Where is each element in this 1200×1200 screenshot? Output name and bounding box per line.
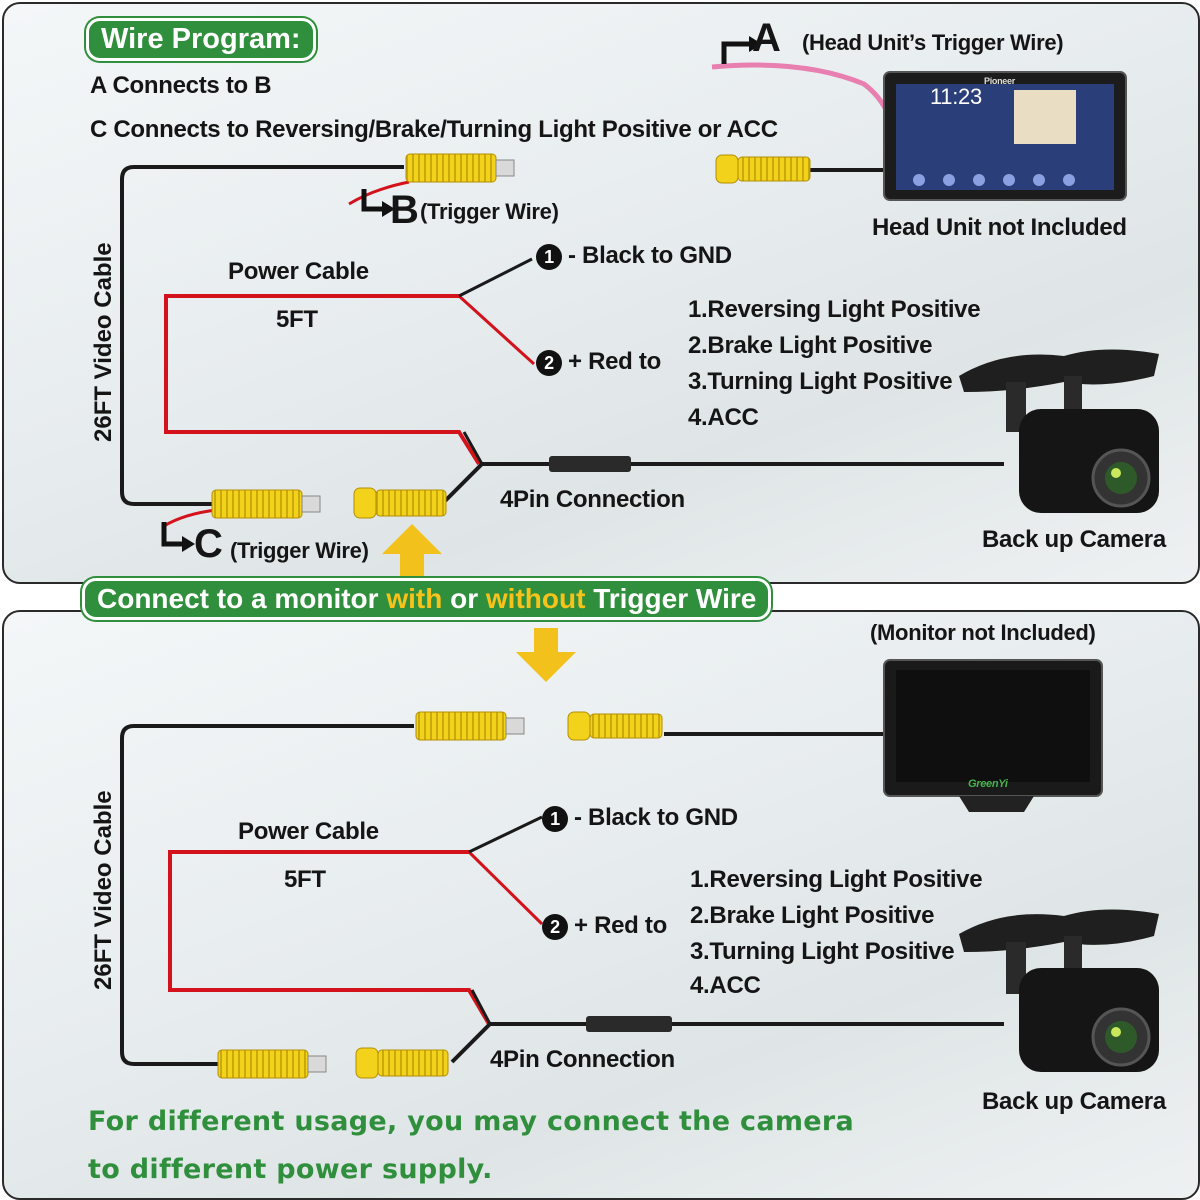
- wire2-label: 2+ Red to: [542, 912, 667, 940]
- black-lead: [468, 815, 543, 854]
- option-reversing: 1.Reversing Light Positive: [688, 296, 981, 323]
- head-unit-brand: Pioneer: [984, 76, 1015, 86]
- connector-label: 4Pin Connection: [490, 1046, 675, 1073]
- connector-label: 4Pin Connection: [500, 486, 685, 513]
- power-length-label: 5FT: [276, 306, 318, 333]
- wire2-number-badge: 2: [536, 349, 562, 376]
- wire2-label: 2+ Red to: [536, 348, 661, 376]
- option-acc: 4.ACC: [690, 972, 761, 999]
- red-lead: [457, 294, 536, 366]
- monitor-brand: GreenYi: [968, 778, 1008, 790]
- option-turning: 3.Turning Light Positive: [688, 368, 953, 395]
- top-panel: Wire Program: A Connects to B C Connects…: [2, 2, 1200, 584]
- letter-c: C: [194, 522, 223, 566]
- wire-program-line-1: A Connects to B: [90, 72, 272, 99]
- up-arrow-icon: [382, 524, 442, 582]
- usage-note-line-2: to different power supply.: [88, 1154, 493, 1185]
- rca-jack-monitor: [567, 711, 663, 741]
- option-brake: 2.Brake Light Positive: [690, 902, 935, 929]
- arrow-c-icon: [161, 522, 182, 547]
- wire1-text: - Black to GND: [574, 804, 738, 831]
- rca-plug-b: [405, 153, 515, 183]
- c-caption: (Trigger Wire): [230, 538, 369, 563]
- rca-plug-monitor-side: [415, 711, 525, 741]
- camera-label: Back up Camera: [982, 526, 1166, 553]
- wire1-number-badge: 1: [536, 243, 562, 270]
- wire1-number-badge: 1: [542, 805, 568, 832]
- bottom-panel: (Monitor not Included) GreenYi 26FT Vide…: [2, 610, 1200, 1200]
- banner-highlight-with: with: [386, 583, 443, 614]
- power-cable-label: Power Cable: [228, 258, 369, 285]
- letter-b: B: [390, 188, 419, 232]
- rca-jack-camera: [355, 1047, 449, 1079]
- wire1-text: - Black to GND: [568, 242, 732, 269]
- option-acc: 4.ACC: [688, 404, 759, 431]
- monitor-image: [883, 659, 1103, 812]
- power-cable-red: [168, 850, 491, 1026]
- video-cable-label: 26FT Video Cable: [90, 242, 117, 442]
- head-unit-caption: Head Unit not Included: [872, 214, 1127, 241]
- trigger-wire-b: [348, 180, 410, 206]
- four-pin-connector: [549, 456, 631, 472]
- backup-camera-image: [959, 909, 1159, 1072]
- head-unit-time: 11:23: [930, 84, 982, 109]
- power-black-join: [462, 431, 484, 465]
- four-pin-connector: [586, 1016, 672, 1032]
- camera-label: Back up Camera: [982, 1088, 1166, 1115]
- rca-plug-c: [211, 489, 321, 519]
- video-cable-label: 26FT Video Cable: [90, 790, 117, 990]
- power-cable-label: Power Cable: [238, 818, 379, 845]
- video-cable-line: [120, 165, 404, 506]
- rca-jack-camera: [353, 487, 447, 519]
- wire1-label: 1- Black to GND: [536, 242, 732, 270]
- wire2-text: + Red to: [568, 348, 661, 375]
- banner-text-3: Trigger Wire: [585, 583, 757, 614]
- banner-text-2: or: [442, 583, 486, 614]
- camera-cable: [450, 1022, 1004, 1064]
- rca-jack-a: [715, 154, 811, 184]
- option-reversing: 1.Reversing Light Positive: [690, 866, 983, 893]
- monitor-banner: Connect to a monitor with or without Tri…: [82, 578, 772, 620]
- wire2-number-badge: 2: [542, 913, 568, 940]
- a-caption: (Head Unit’s Trigger Wire): [802, 30, 1064, 55]
- head-unit-image: [883, 71, 1127, 201]
- arrow-a-icon: [721, 41, 749, 64]
- usage-note-line-1: For different usage, you may connect the…: [88, 1106, 855, 1137]
- power-length-label: 5FT: [284, 866, 326, 893]
- monitor-caption: (Monitor not Included): [870, 620, 1096, 645]
- top-wiring-diagram: [120, 36, 1159, 582]
- banner-highlight-without: without: [485, 583, 586, 614]
- wire2-text: + Red to: [574, 912, 667, 939]
- power-black-join: [470, 989, 492, 1025]
- rca-plug-camera-side: [217, 1049, 327, 1079]
- video-cable-line: [120, 724, 414, 1066]
- banner-text-1: Connect to a monitor: [97, 583, 387, 614]
- b-caption: (Trigger Wire): [420, 199, 559, 224]
- camera-cable: [442, 462, 1004, 504]
- red-lead: [467, 850, 544, 926]
- wire-program-line-2: C Connects to Reversing/Brake/Turning Li…: [90, 116, 778, 143]
- wire1-label: 1- Black to GND: [542, 804, 738, 832]
- black-lead: [458, 257, 533, 298]
- arrow-b-icon: [361, 189, 382, 212]
- backup-camera-image: [959, 349, 1159, 513]
- option-brake: 2.Brake Light Positive: [688, 332, 933, 359]
- down-arrow-icon: [516, 628, 576, 682]
- power-cable-red: [164, 294, 481, 466]
- bottom-wiring-diagram: [120, 628, 1159, 1079]
- wire-program-badge: Wire Program:: [86, 18, 316, 61]
- trigger-wire-c: [163, 508, 217, 528]
- letter-a: A: [752, 16, 781, 60]
- option-turning: 3.Turning Light Positive: [690, 938, 955, 965]
